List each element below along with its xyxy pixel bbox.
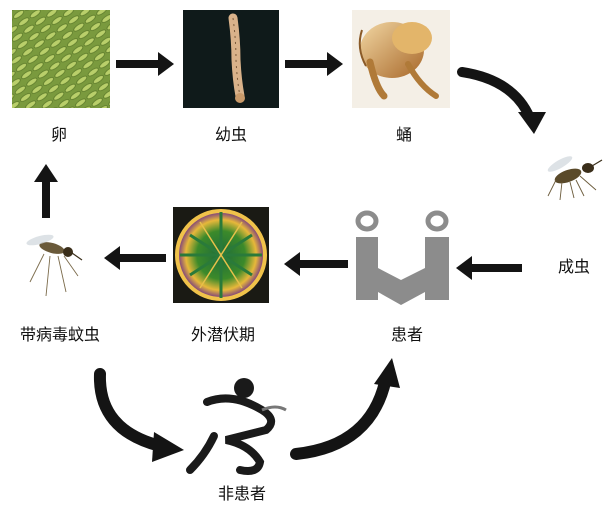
label-patient: 患者 (382, 321, 432, 345)
arrow-incubation-to-mosquito (104, 246, 166, 270)
label-egg: 卵 (44, 121, 74, 145)
label-adult: 成虫 (552, 253, 596, 277)
arrow-larva-to-pupa (285, 52, 343, 76)
label-non-patient: 非患者 (207, 480, 277, 504)
arrow-patient-to-incubation (284, 252, 348, 276)
larva-image (183, 10, 279, 108)
non-patient-figure (190, 378, 286, 471)
egg-image (12, 10, 110, 108)
label-larva: 幼虫 (206, 121, 256, 145)
arrow-mosquito-to-non-patient (100, 374, 184, 462)
patient-figure (356, 213, 449, 305)
label-pupa: 蛹 (389, 121, 419, 145)
pupa-image (352, 10, 450, 108)
incubation-image (173, 207, 269, 303)
arrow-egg-to-larva (116, 52, 174, 76)
infected-mosquito-image (25, 233, 82, 296)
label-incubation: 外潜伏期 (178, 321, 268, 345)
arrow-pupa-to-adult (462, 72, 546, 134)
arrow-mosquito-to-egg (34, 164, 58, 218)
arrow-non-patient-to-patient (296, 358, 400, 454)
arrow-adult-to-patient (456, 256, 522, 280)
adult-mosquito-image (546, 154, 602, 200)
label-infected-mosquito: 带病毒蚊虫 (10, 321, 110, 345)
